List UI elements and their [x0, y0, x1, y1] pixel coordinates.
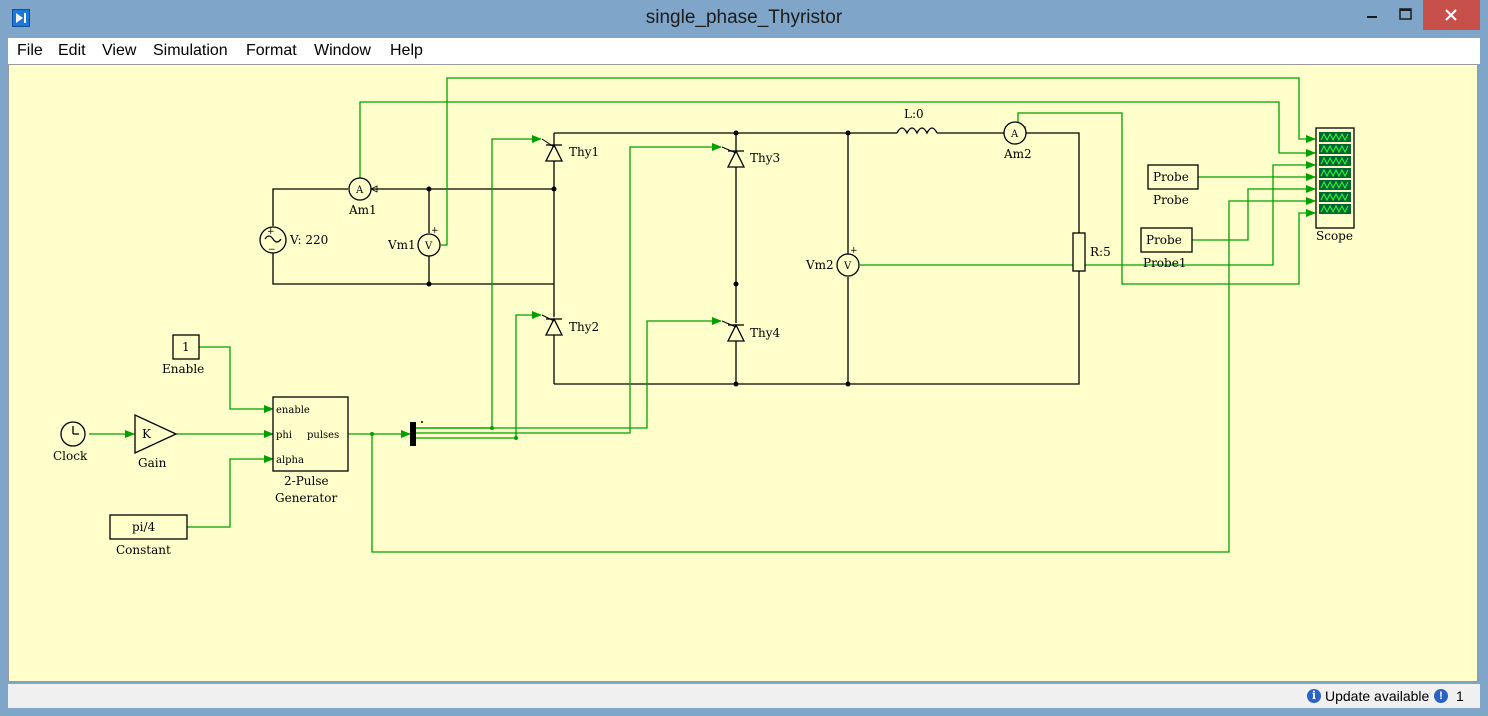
minimize-button[interactable]: [1355, 0, 1389, 30]
circuit-diagram[interactable]: + − V: 220 A Am1 V + Vm1 Thy1 Thy3 Thy2: [9, 65, 1479, 683]
menu-window[interactable]: Window: [314, 42, 371, 59]
pulse-title-line2: Generator: [275, 491, 337, 505]
probe1-label: Probe1: [1143, 256, 1186, 270]
diagram-canvas[interactable]: + − V: 220 A Am1 V + Vm1 Thy1 Thy3 Thy2: [8, 64, 1478, 682]
inductor-l[interactable]: L:0: [896, 107, 938, 135]
demux-block[interactable]: [410, 421, 423, 446]
ammeter-am1[interactable]: A Am1: [348, 177, 378, 217]
maximize-button[interactable]: [1389, 0, 1423, 30]
clock-block[interactable]: Clock: [53, 421, 88, 463]
enable-block[interactable]: 1 Enable: [162, 334, 204, 376]
gain-label: Gain: [138, 456, 167, 470]
menu-simulation[interactable]: Simulation: [153, 42, 228, 59]
scope-block[interactable]: Scope: [1315, 127, 1355, 243]
clock-label: Clock: [53, 449, 88, 463]
svg-text:+: +: [850, 246, 858, 256]
voltmeter-vm2[interactable]: V + Vm2: [805, 246, 860, 277]
thyristor-thy1[interactable]: Thy1: [541, 138, 599, 162]
gain-symbol: K: [142, 427, 152, 441]
voltmeter-vm1-symbol: V: [424, 241, 433, 252]
resistor-r[interactable]: R:5: [1072, 232, 1111, 272]
electrical-wires: [272, 132, 1080, 385]
vm1-label: Vm1: [387, 238, 416, 252]
gain-block[interactable]: K Gain: [134, 413, 178, 470]
notification-count: 1: [1456, 688, 1464, 704]
title-bar: single_phase_Thyristor: [0, 0, 1488, 38]
alert-icon[interactable]: !: [1434, 689, 1448, 703]
port-enable-label: enable: [276, 405, 310, 416]
port-phi-label: phi: [276, 430, 292, 441]
junction-dots: [426, 130, 851, 387]
probe-label: Probe: [1153, 193, 1189, 207]
port-alpha-label: alpha: [276, 455, 304, 466]
ammeter-am2-symbol: A: [1010, 129, 1019, 140]
thyristor-thy4[interactable]: Thy4: [721, 320, 781, 342]
voltmeter-vm1[interactable]: V + Vm1: [387, 226, 441, 257]
pulse-title-line1: 2-Pulse: [284, 474, 329, 488]
scope-label: Scope: [1316, 229, 1353, 243]
inductor-label: L:0: [904, 107, 924, 121]
port-pulses-label: pulses: [307, 430, 339, 441]
thy3-label: Thy3: [750, 151, 780, 165]
voltmeter-vm2-symbol: V: [843, 261, 852, 272]
app-icon: [12, 9, 30, 27]
thyristor-thy2[interactable]: Thy2: [541, 314, 599, 336]
probe-block[interactable]: Probe Probe: [1147, 164, 1199, 207]
signal-junctions: [370, 426, 518, 440]
close-button[interactable]: [1423, 0, 1480, 30]
am2-label: Am2: [1003, 147, 1032, 161]
am1-label: Am1: [348, 203, 377, 217]
scope-screens: [1319, 132, 1351, 214]
menu-edit[interactable]: Edit: [58, 42, 86, 59]
close-icon: [1445, 9, 1457, 21]
resistor-label: R:5: [1090, 245, 1111, 259]
svg-text:+: +: [267, 227, 275, 237]
svg-text:−: −: [268, 245, 276, 255]
probe1-box-text: Probe: [1146, 233, 1182, 247]
ammeter-am2[interactable]: A Am2: [1003, 121, 1032, 161]
constant-block[interactable]: pi/4 Constant: [109, 514, 188, 557]
thy1-label: Thy1: [569, 145, 599, 159]
signal-wires: [89, 77, 1316, 553]
update-available-link[interactable]: Update available: [1325, 688, 1430, 704]
thy2-label: Thy2: [569, 320, 599, 334]
pulse-generator-block[interactable]: enable phi pulses alpha 2-Pulse Generato…: [272, 396, 349, 505]
ammeter-am1-symbol: A: [355, 185, 364, 196]
menu-view[interactable]: View: [102, 42, 137, 59]
vm2-label: Vm2: [805, 258, 834, 272]
menu-help[interactable]: Help: [390, 42, 423, 59]
thyristor-thy3[interactable]: Thy3: [721, 146, 780, 168]
probe1-block[interactable]: Probe Probe1: [1140, 227, 1193, 270]
window-title: single_phase_Thyristor: [645, 7, 843, 28]
menu-file[interactable]: File: [17, 42, 43, 59]
constant-value: pi/4: [132, 520, 156, 534]
svg-text:+: +: [431, 226, 439, 236]
enable-label: Enable: [162, 362, 204, 376]
probe-box-text: Probe: [1153, 170, 1189, 184]
info-icon[interactable]: i: [1307, 689, 1321, 703]
menu-format[interactable]: Format: [246, 42, 297, 59]
minimize-icon: [1367, 16, 1377, 18]
menu-bar: File Edit View Simulation Format Window …: [8, 38, 1480, 64]
enable-value: 1: [182, 340, 190, 354]
constant-label: Constant: [116, 543, 171, 557]
thy4-label: Thy4: [750, 326, 781, 340]
voltage-source[interactable]: + − V: 220: [259, 226, 328, 255]
status-bar: i Update available ! 1: [8, 684, 1480, 708]
voltage-source-label: V: 220: [289, 233, 328, 247]
